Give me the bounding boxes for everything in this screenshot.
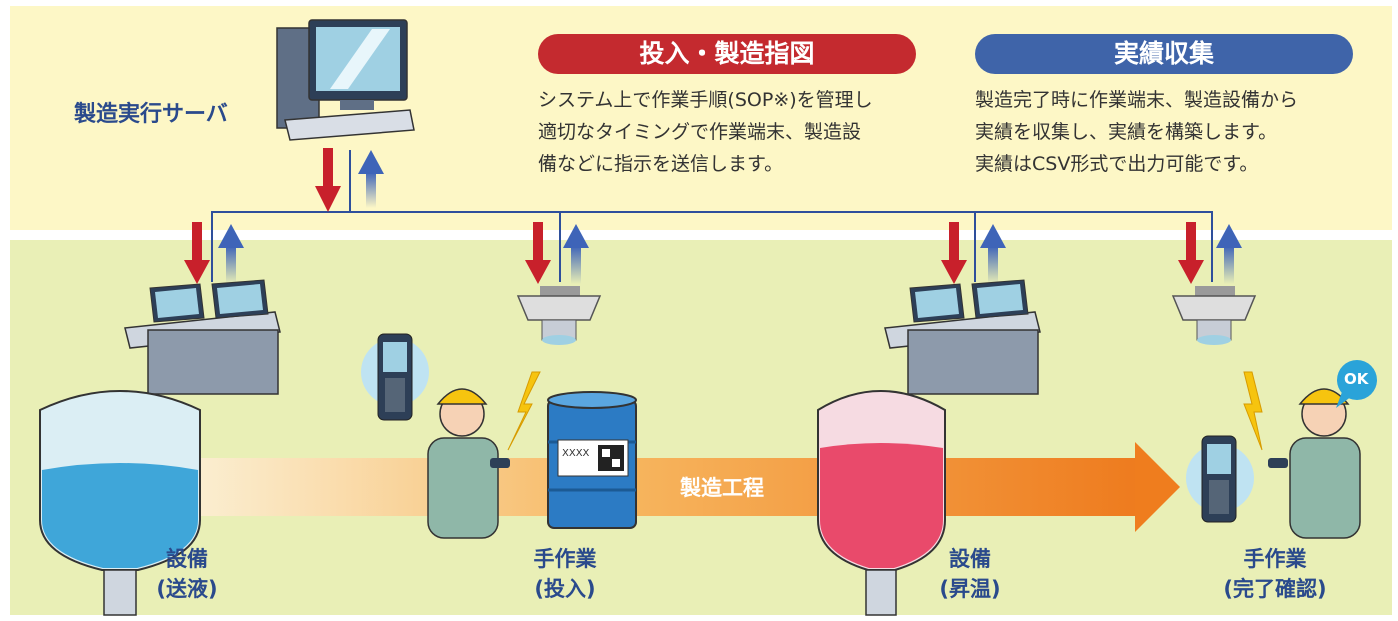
worker-confirm [1268, 388, 1361, 539]
caption-line: 設備 [949, 547, 991, 571]
instruction-title: 投入・製造指図 [538, 34, 916, 74]
caption-line: 設備 [166, 547, 208, 571]
process-label: 製造工程 [680, 476, 764, 500]
server-label: 製造実行サーバ [74, 102, 228, 127]
collection-line: 実績はCSV形式で出力可能です。 [975, 153, 1259, 175]
signal-lamp-left [516, 286, 602, 345]
process-arrow [180, 442, 1180, 532]
collection-description: 製造完了時に作業端末、製造設備から 実績を収集し、実績を構築します。 実績はCS… [975, 84, 1375, 180]
caption-manual-loading: 手作業 (投入) [500, 544, 630, 604]
terminal-arrows [184, 222, 1242, 284]
caption-equipment-heating: 設備 (昇温) [915, 544, 1025, 604]
caption-line: (昇温) [939, 577, 1001, 601]
server-computer [276, 19, 415, 141]
instruction-line: 適切なタイミングで作業端末、製造設 [538, 121, 862, 143]
ok-badge-icon [1336, 360, 1377, 408]
collection-line: 製造完了時に作業端末、製造設備から [975, 89, 1299, 111]
caption-line: 手作業 [1243, 547, 1307, 571]
caption-line: 手作業 [533, 547, 597, 571]
ok-badge-text: OK [1344, 370, 1369, 388]
instruction-line: システム上で作業手順(SOP※)を管理し [538, 89, 873, 111]
tank-liquid-transfer [39, 390, 201, 616]
wireless-signal-icons [507, 371, 1263, 451]
signal-lamp-right [1171, 286, 1257, 345]
control-console-right [884, 279, 1041, 395]
caption-line: (投入) [534, 577, 596, 601]
caption-manual-confirm: 手作業 (完了確認) [1190, 544, 1360, 604]
control-console-left [124, 279, 281, 395]
handheld-terminal-left [361, 333, 429, 421]
caption-line: (送液) [156, 577, 218, 601]
instruction-description: システム上で作業手順(SOP※)を管理し 適切なタイミングで作業端末、製造設 備… [538, 84, 938, 180]
collection-title: 実績収集 [975, 34, 1353, 74]
instruction-line: 備などに指示を送信します。 [538, 153, 784, 175]
network-lines [211, 150, 1213, 282]
drum-tag: XXXX [562, 448, 590, 459]
server-arrows [315, 148, 384, 212]
handheld-terminal-right [1186, 435, 1254, 523]
worker-loading [427, 388, 510, 539]
caption-equipment-transfer: 設備 (送液) [132, 544, 242, 604]
collection-line: 実績を収集し、実績を構築します。 [975, 121, 1278, 143]
caption-line: (完了確認) [1223, 577, 1327, 601]
tank-heating [817, 390, 946, 616]
drum-can [547, 391, 637, 529]
